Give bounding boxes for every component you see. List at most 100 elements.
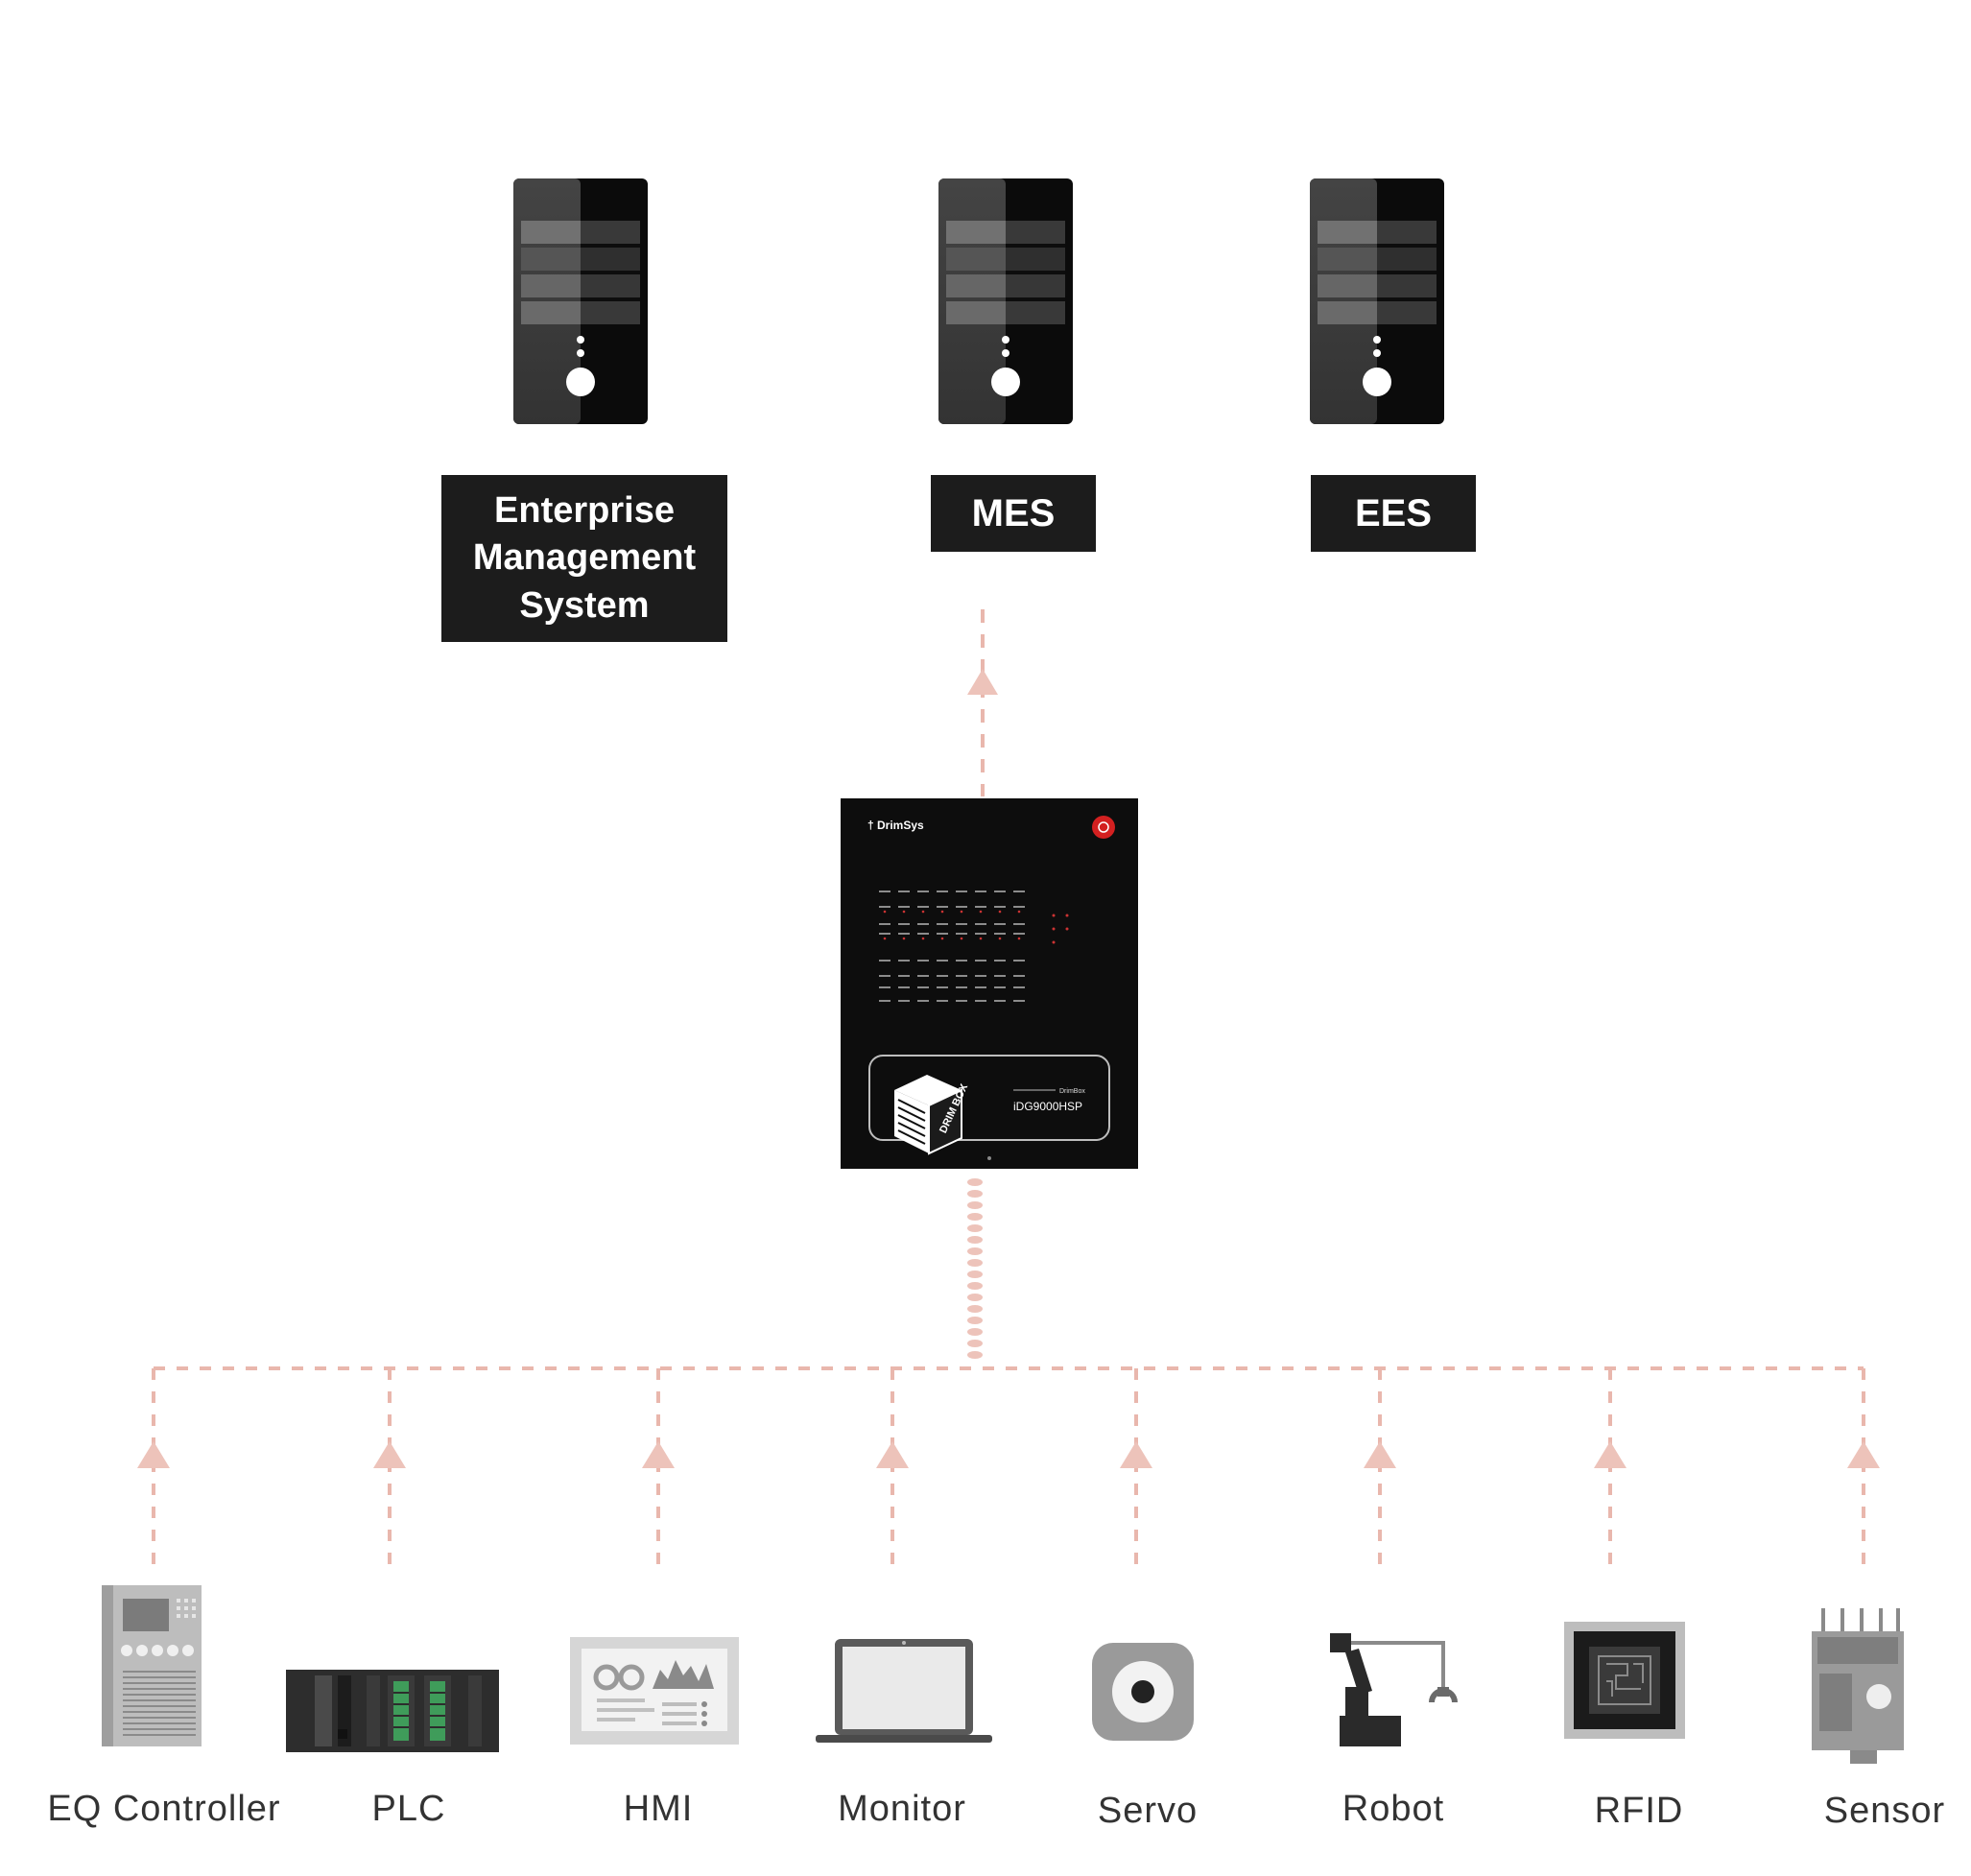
up-arrowhead bbox=[1594, 1441, 1627, 1468]
port-led bbox=[998, 937, 1002, 940]
device-label-hmi: HMI bbox=[623, 1789, 694, 1829]
label-line: EES bbox=[1354, 492, 1433, 534]
label-line: MES bbox=[971, 492, 1056, 534]
port-label-mark bbox=[917, 933, 929, 935]
gateway-device: † DrimSys DRIM BOX DrimBox iDG9000HSP bbox=[841, 798, 1138, 1169]
status-led bbox=[1052, 914, 1056, 917]
port-label-mark bbox=[994, 986, 1006, 988]
up-arrowhead bbox=[1364, 1441, 1396, 1468]
port-label-mark bbox=[975, 906, 986, 908]
eq-controller-icon bbox=[102, 1585, 202, 1746]
port-label-mark bbox=[937, 923, 948, 925]
bus-bead bbox=[967, 1328, 983, 1336]
port-label-mark bbox=[975, 891, 986, 892]
server-label-enterprise-management-system: Enterprise Management System bbox=[441, 475, 727, 642]
port-label-mark bbox=[879, 986, 891, 988]
status-led bbox=[1065, 914, 1069, 917]
port-label-mark bbox=[917, 986, 929, 988]
bus-bead bbox=[967, 1236, 983, 1244]
port-label-mark bbox=[956, 923, 967, 925]
port-label-mark bbox=[937, 975, 948, 977]
port-label-mark bbox=[917, 891, 929, 892]
port-label-mark bbox=[956, 906, 967, 908]
port-led bbox=[1017, 937, 1021, 940]
port-label-mark bbox=[1013, 906, 1025, 908]
up-arrowhead bbox=[1120, 1441, 1152, 1468]
port-label-mark bbox=[994, 923, 1006, 925]
port-label-mark bbox=[937, 891, 948, 892]
port-label-mark bbox=[879, 906, 891, 908]
port-label-mark bbox=[898, 906, 910, 908]
gateway-bus-connector bbox=[967, 1178, 983, 1359]
device-label-plc: PLC bbox=[371, 1789, 446, 1829]
port-label-mark bbox=[1013, 933, 1025, 935]
port-led bbox=[921, 937, 925, 940]
device-label-servo: Servo bbox=[1097, 1791, 1199, 1831]
port-led bbox=[940, 937, 944, 940]
port-label-mark bbox=[937, 1000, 948, 1002]
port-label-mark bbox=[956, 891, 967, 892]
bus-bead bbox=[967, 1259, 983, 1267]
port-led bbox=[998, 910, 1002, 914]
power-button-icon bbox=[1092, 816, 1115, 839]
bus-bead bbox=[967, 1340, 983, 1347]
port-label-mark bbox=[975, 986, 986, 988]
brand-text: † DrimSys bbox=[867, 819, 924, 832]
port-label-mark bbox=[975, 960, 986, 962]
port-led bbox=[902, 937, 906, 940]
bus-bead bbox=[967, 1224, 983, 1232]
server-tower-icon bbox=[1310, 178, 1444, 424]
server-label-mes: MES bbox=[931, 475, 1096, 552]
up-arrowhead bbox=[373, 1441, 406, 1468]
port-label-mark bbox=[956, 1000, 967, 1002]
port-led bbox=[902, 910, 906, 914]
port-label-mark bbox=[937, 933, 948, 935]
port-label-mark bbox=[994, 960, 1006, 962]
port-label-mark bbox=[1013, 960, 1025, 962]
port-label-mark bbox=[1013, 923, 1025, 925]
status-led bbox=[1052, 927, 1056, 931]
device-label-rfid: RFID bbox=[1594, 1791, 1684, 1831]
label-line: Management bbox=[472, 537, 697, 579]
bus-bead bbox=[967, 1294, 983, 1301]
status-led bbox=[1052, 940, 1056, 944]
port-label-mark bbox=[975, 975, 986, 977]
up-arrowhead bbox=[642, 1441, 675, 1468]
bus-bead bbox=[967, 1317, 983, 1324]
port-label-mark bbox=[898, 986, 910, 988]
port-label-mark bbox=[898, 891, 910, 892]
port-label-mark bbox=[994, 1000, 1006, 1002]
port-label-mark bbox=[898, 933, 910, 935]
port-led bbox=[921, 910, 925, 914]
model-plate bbox=[868, 1055, 1110, 1141]
up-arrowhead bbox=[1847, 1441, 1880, 1468]
port-label-mark bbox=[956, 933, 967, 935]
plc-icon bbox=[286, 1670, 499, 1752]
port-label-mark bbox=[879, 975, 891, 977]
port-led bbox=[883, 937, 887, 940]
bus-bead bbox=[967, 1190, 983, 1198]
bus-bead bbox=[967, 1213, 983, 1221]
port-label-mark bbox=[975, 933, 986, 935]
port-led bbox=[979, 910, 983, 914]
port-label-mark bbox=[879, 1000, 891, 1002]
port-indicator-panel bbox=[879, 891, 1069, 1002]
port-led bbox=[960, 937, 963, 940]
device-label-sensor: Sensor bbox=[1823, 1791, 1946, 1831]
port-label-mark bbox=[879, 923, 891, 925]
port-label-mark bbox=[956, 975, 967, 977]
port-label-mark bbox=[879, 891, 891, 892]
bus-bead bbox=[967, 1178, 983, 1186]
bus-bead bbox=[967, 1305, 983, 1313]
status-led bbox=[1065, 927, 1069, 931]
port-label-mark bbox=[898, 960, 910, 962]
port-label-mark bbox=[898, 1000, 910, 1002]
device-label-eq-controller: EQ Controller bbox=[47, 1789, 281, 1829]
port-label-mark bbox=[937, 960, 948, 962]
robot-arm-icon bbox=[1330, 1633, 1458, 1746]
device-branch-connectors bbox=[137, 1368, 1880, 1566]
bus-bead bbox=[967, 1351, 983, 1359]
port-label-mark bbox=[994, 906, 1006, 908]
port-led bbox=[960, 910, 963, 914]
port-label-mark bbox=[994, 891, 1006, 892]
